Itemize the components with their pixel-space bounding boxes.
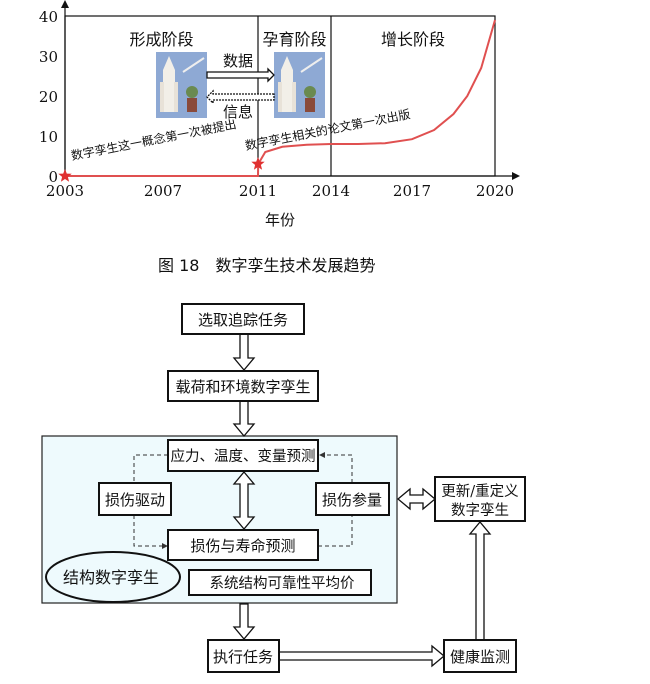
flowchart: 选取追踪任务 载荷和环境数字孪生 应力、温度、变量预测 损伤驱动 损伤参量 损伤… [41, 303, 526, 673]
y-tick-label: 30 [39, 48, 58, 66]
x-tick-label: 2017 [393, 182, 431, 200]
damage-param-box [315, 482, 390, 516]
x-axis-title: 年份 [265, 211, 295, 229]
structure-twin-ellipse [45, 551, 181, 603]
select-task-label: 选取追踪任务 [198, 311, 288, 329]
x-tick-label: 2014 [312, 182, 350, 200]
damage-drive-box [98, 482, 172, 516]
down-arrow-icon [232, 603, 256, 641]
execute-task-label: 执行任务 [213, 648, 273, 666]
stress-prediction-box [167, 439, 319, 472]
series-line [65, 19, 496, 177]
twin-illustration-physical [156, 52, 207, 118]
y-tick-label: 10 [39, 128, 58, 146]
structure-twin-label: 结构数字孪生 [63, 568, 159, 587]
reliability-box [188, 569, 372, 596]
update-twin-label-line2: 数字孪生 [451, 502, 509, 519]
health-monitor-label: 健康监测 [450, 648, 510, 666]
x-tick-labels: 2003 2007 2011 2014 2017 2020 [46, 182, 514, 200]
event-markers [58, 157, 265, 182]
update-twin-box [434, 476, 526, 522]
x-tick-label: 2003 [46, 182, 84, 200]
dashed-arrowhead-icon [319, 452, 325, 458]
twin-illustration-digital [274, 52, 325, 118]
y-tick-labels: 0 10 20 30 40 [39, 8, 58, 186]
select-task-box [181, 303, 305, 335]
x-tick-label: 2007 [144, 182, 182, 200]
right-arrow-icon [278, 644, 446, 668]
stress-prediction-label: 应力、温度、变量预测 [171, 447, 316, 465]
down-arrow-icon [232, 400, 256, 438]
y-tick-label: 20 [39, 88, 58, 106]
damage-life-label: 损伤与寿命预测 [190, 537, 295, 555]
execute-task-box [207, 639, 280, 673]
info-arrow-icon [206, 89, 275, 105]
double-arrow-icon [396, 487, 437, 511]
load-env-twin-box [167, 370, 319, 402]
marker-label-2011: 数字孪生相关的论文第一次出版 [244, 106, 412, 153]
phase-label: 孕育阶段 [262, 30, 326, 49]
dashed-connector [323, 454, 353, 483]
damage-drive-label: 损伤驱动 [105, 491, 165, 509]
dashed-connector [133, 454, 168, 483]
dashed-connector [133, 515, 164, 547]
data-arrow-label: 数据 [223, 52, 253, 70]
figure-caption: 图 18 数字孪生技术发展趋势 [158, 256, 375, 275]
star-marker-icon [58, 169, 72, 182]
data-arrow-icon [206, 67, 275, 83]
update-twin-label-line1: 更新/重定义 [441, 483, 518, 500]
phase-label: 形成阶段 [129, 30, 193, 49]
info-arrow-label: 信息 [223, 103, 253, 121]
marker-label-2003: 数字孪生这一概念第一次被提出 [70, 116, 238, 163]
reliability-label: 系统结构可靠性平均价 [210, 575, 355, 592]
health-monitor-box [443, 639, 517, 673]
down-arrow-icon [232, 333, 256, 372]
phase-label: 增长阶段 [381, 30, 445, 49]
y-axis-arrow-icon [61, 0, 69, 8]
y-tick-label: 0 [48, 168, 58, 186]
damage-param-label: 损伤参量 [322, 491, 382, 509]
dashed-arrowhead-icon [162, 543, 168, 549]
x-tick-label: 2011 [239, 182, 277, 200]
trend-chart: 0 10 20 30 40 2003 2007 2011 2014 2017 2020 形成阶段 孕… [39, 0, 520, 229]
x-tick-label: 2020 [476, 182, 514, 200]
star-marker-icon [251, 157, 265, 170]
x-axis-arrow-icon [512, 172, 520, 180]
y-tick-label: 40 [39, 8, 58, 26]
up-arrow-icon [468, 520, 492, 641]
load-env-twin-label: 载荷和环境数字孪生 [175, 378, 310, 396]
phase-labels: 形成阶段 孕育阶段 增长阶段 [129, 30, 445, 49]
damage-life-box [167, 529, 319, 561]
